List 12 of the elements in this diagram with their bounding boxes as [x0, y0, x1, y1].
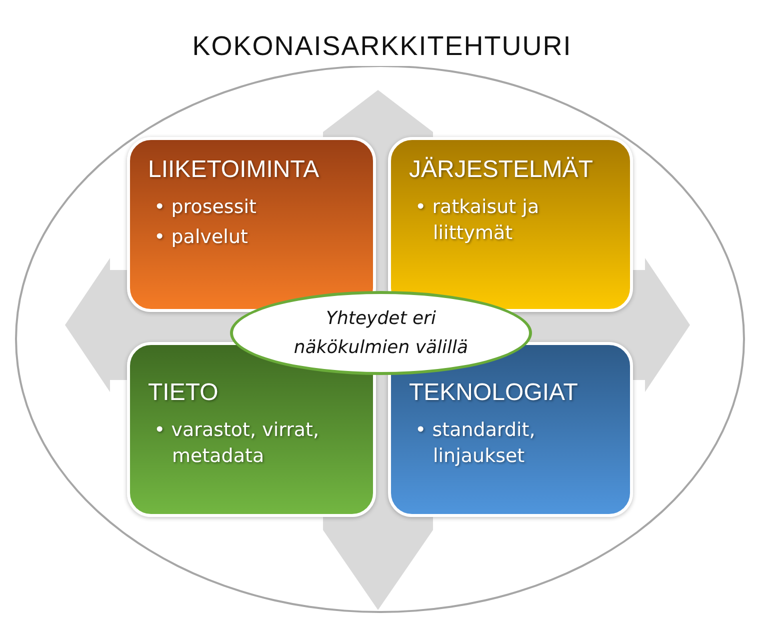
bullet-item: • prosessit	[154, 195, 258, 220]
bullet-item: • ratkaisut ja liittymät	[415, 195, 540, 246]
card-heading: TIETO	[148, 379, 218, 407]
bullet-item: • palvelut	[154, 225, 249, 250]
card-heading: LIIKETOIMINTA	[148, 156, 320, 184]
card-heading: TEKNOLOGIAT	[409, 379, 578, 407]
quadrant-card	[127, 137, 376, 312]
ellipse-text: Yhteydet eri näkökulmien välillä	[292, 307, 470, 360]
bullet-item: • standardit, linjaukset	[415, 418, 536, 469]
bullet-item: • varastot, virrat, metadata	[154, 418, 320, 469]
card-heading: JÄRJESTELMÄT	[409, 156, 594, 184]
quadrant-card	[388, 137, 633, 312]
